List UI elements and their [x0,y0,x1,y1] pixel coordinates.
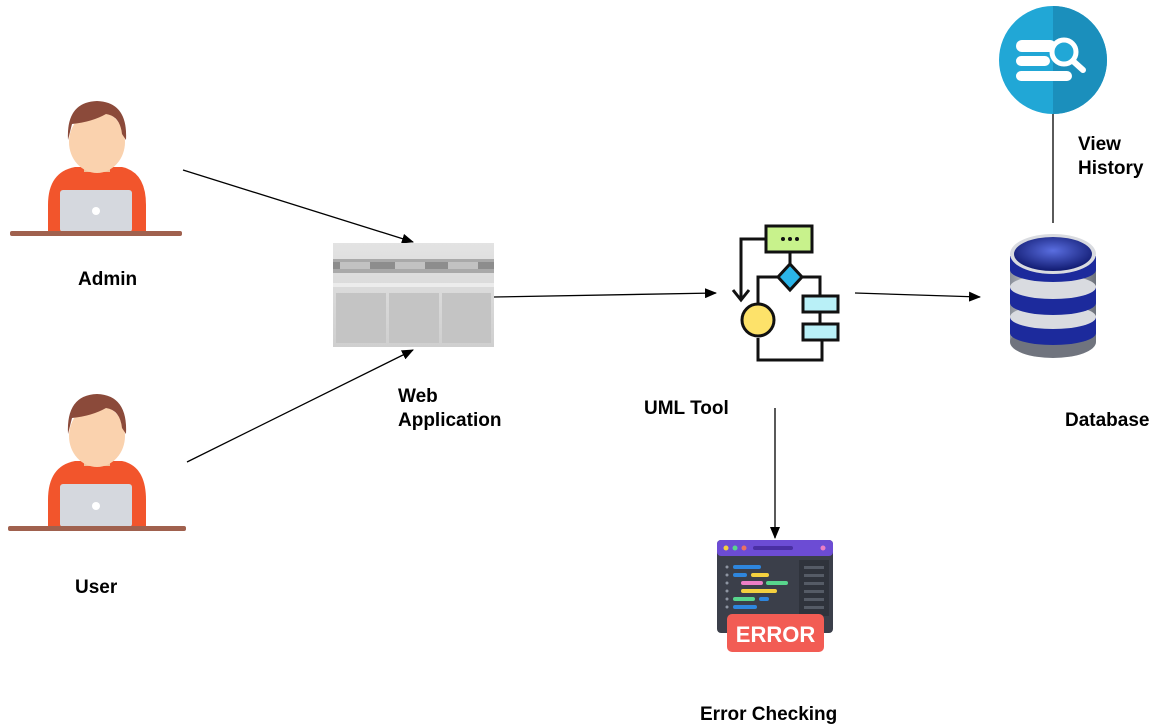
view-history-icon [999,6,1107,114]
admin-label: Admin [78,269,138,290]
view-history-label-line1: View [1078,134,1121,155]
view-history-label-line2: History [1078,158,1144,179]
web-application-label-line1: Web [398,386,438,407]
arrow-user-to-webapp [186,349,414,463]
web-application-label-line2: Application [398,410,502,431]
web-application-icon [333,243,494,347]
user-person-icon [8,394,186,531]
database-icon [1010,234,1096,358]
view-history-label: View History [1078,133,1143,181]
uml-tool-label: UML Tool [644,398,729,419]
error-checking-icon: ERROR [717,540,833,652]
admin-person-icon [10,101,182,236]
error-badge-text: ERROR [736,622,816,647]
arrow-admin-to-webapp [182,169,414,244]
user-label: User [75,577,118,598]
error-checking-label: Error Checking [700,704,838,725]
web-application-label: Web Application [398,385,501,433]
arrow-webapp-to-uml [493,288,717,299]
arrow-uml-to-database [854,291,981,302]
uml-flowchart-icon [731,224,840,362]
database-label: Database [1065,410,1150,431]
